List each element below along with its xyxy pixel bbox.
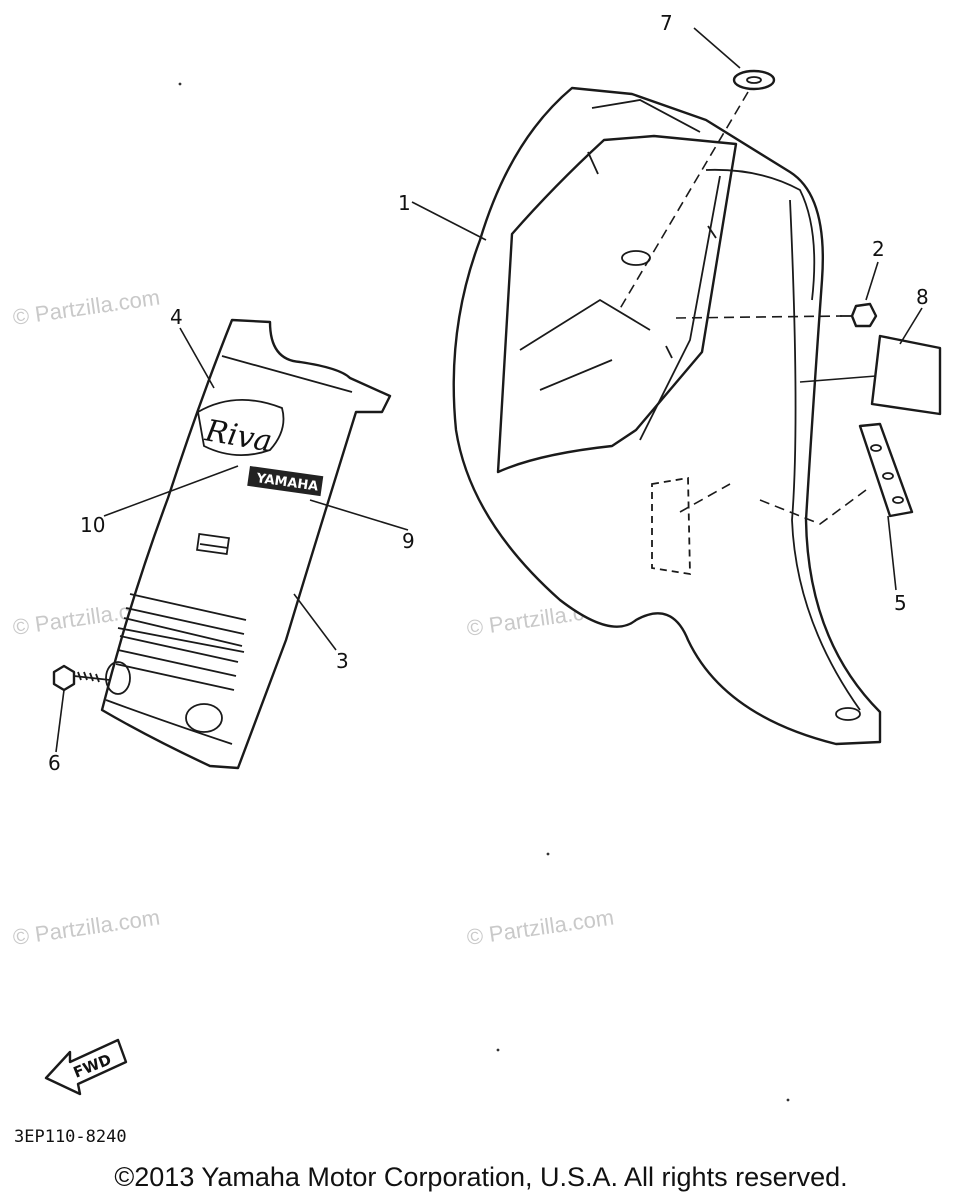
catalog-code: 3EP110-8240 [14,1127,127,1147]
callout-5: 5 [894,591,907,615]
callout-4: 4 [170,305,183,329]
part-7-grommet [732,69,776,91]
watermark: © Partzilla.com [11,285,161,330]
leader-lines [55,27,923,753]
callout-8: 8 [916,285,929,309]
part-1-leg-shield [452,86,882,746]
watermark: © Partzilla.com [465,905,615,950]
fwd-arrow-icon: FWD [44,1038,128,1096]
callout-10: 10 [80,513,105,537]
callouts: 1 2 3 4 5 6 7 8 9 10 [48,11,929,775]
callout-7: 7 [660,11,673,35]
part-8-pad [870,334,942,416]
callout-3: 3 [336,649,349,673]
part-5-bracket [858,422,914,518]
part-2-screw [840,302,878,328]
callout-9: 9 [402,529,415,553]
callout-6: 6 [48,751,61,775]
part-6-bolt [52,664,111,692]
watermark: © Partzilla.com [11,905,161,950]
callout-1: 1 [398,191,411,215]
copyright-notice: ©2013 Yamaha Motor Corporation, U.S.A. A… [114,1162,847,1192]
callout-2: 2 [872,237,885,261]
part-3-front-cover: Riva YAMAHA [100,318,392,770]
stray-dots [178,82,790,1102]
